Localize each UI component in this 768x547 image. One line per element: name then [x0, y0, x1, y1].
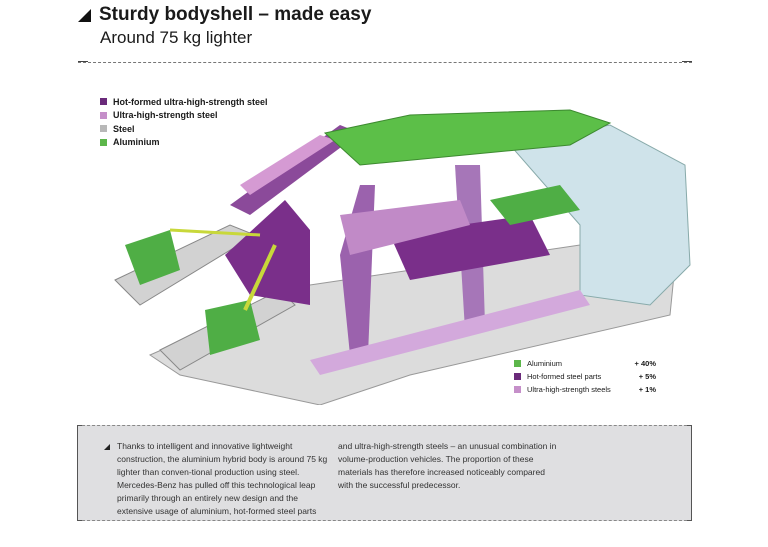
divider: [78, 62, 692, 63]
legend-item: Hot-formed ultra-high-strength steel: [100, 95, 268, 109]
proportion-value: + 40%: [634, 359, 656, 368]
proportion-value: + 5%: [638, 372, 656, 381]
swatch-icon: [100, 138, 107, 146]
swatch-icon: [514, 360, 521, 367]
swatch-icon: [100, 98, 107, 106]
proportion-item: Hot-formed steel parts + 5%: [514, 370, 656, 383]
proportion-item: Ultra-high-strength steels + 1%: [514, 383, 656, 396]
page-title: Sturdy bodyshell – made easy: [78, 4, 371, 26]
triangle-bullet-icon: [78, 8, 91, 22]
body-text-col1: Thanks to intelligent and innovative lig…: [117, 441, 328, 516]
proportion-value: + 1%: [638, 385, 656, 394]
info-box: Thanks to intelligent and innovative lig…: [77, 425, 692, 521]
proportion-label: Ultra-high-strength steels: [527, 385, 611, 394]
proportion-label: Aluminium: [527, 359, 563, 368]
proportion-item: Aluminium + 40%: [514, 357, 656, 370]
legend-label: Hot-formed ultra-high-strength steel: [113, 96, 268, 107]
page-subtitle: Around 75 kg lighter: [100, 28, 253, 47]
divider-cap-left: [78, 61, 88, 62]
swatch-icon: [100, 111, 107, 119]
proportion-label: Hot-formed steel parts: [527, 372, 602, 381]
divider-cap-right: [682, 61, 692, 62]
swatch-icon: [514, 386, 521, 393]
legend-item: Ultra-high-strength steel: [100, 109, 268, 123]
car-bodyshell-illustration: [114, 109, 691, 405]
swatch-icon: [100, 125, 107, 133]
swatch-icon: [514, 373, 521, 380]
legend-label: Ultra-high-strength steel: [113, 110, 218, 121]
legend-label: Aluminium: [113, 137, 160, 148]
proportion-legend: Aluminium + 40% Hot-formed steel parts + 5…: [514, 357, 656, 396]
title-text: Sturdy bodyshell – made easy: [99, 4, 372, 25]
legend-item: Steel: [100, 122, 268, 136]
body-text-col2: and ultra-high-strength steels – an unus…: [338, 441, 557, 490]
legend-label: Steel: [113, 123, 135, 134]
legend-item: Aluminium: [100, 136, 268, 150]
material-legend: Hot-formed ultra-high-strength steel Ult…: [100, 95, 268, 149]
triangle-bullet-icon: [104, 444, 110, 450]
